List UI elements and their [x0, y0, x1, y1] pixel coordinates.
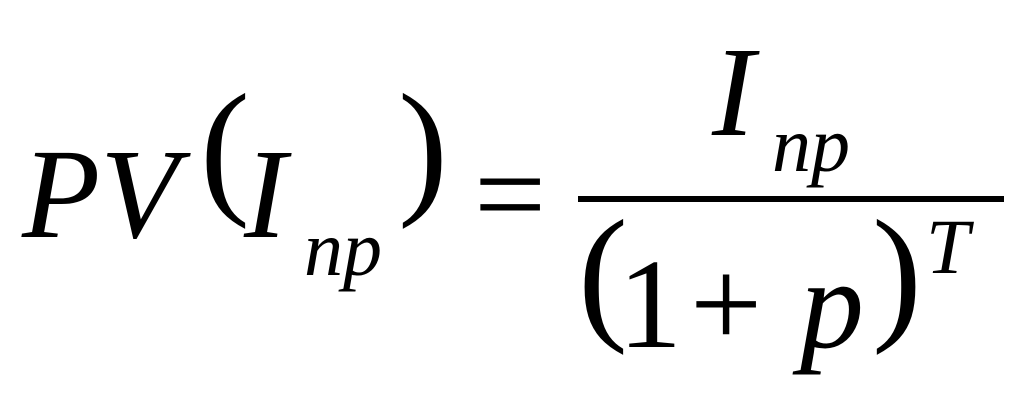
lhs-arg-subscript: np	[304, 205, 382, 292]
denominator-rate: p	[800, 233, 864, 375]
denominator-one: 1	[618, 233, 682, 375]
lhs-function-name: PV	[22, 123, 179, 265]
numerator-subscript: np	[772, 101, 850, 188]
denominator-plus: +	[690, 233, 763, 375]
denominator-open-paren: (	[578, 190, 628, 356]
denominator-close-paren: )	[872, 190, 922, 356]
lhs-open-paren: (	[200, 64, 250, 230]
lhs-close-paren: )	[398, 64, 448, 230]
equals-sign: =	[474, 123, 547, 265]
denominator-exponent: T	[926, 203, 970, 290]
numerator-main: I	[712, 21, 755, 163]
fraction-bar	[578, 196, 1004, 202]
lhs-arg-main: I	[244, 123, 287, 265]
